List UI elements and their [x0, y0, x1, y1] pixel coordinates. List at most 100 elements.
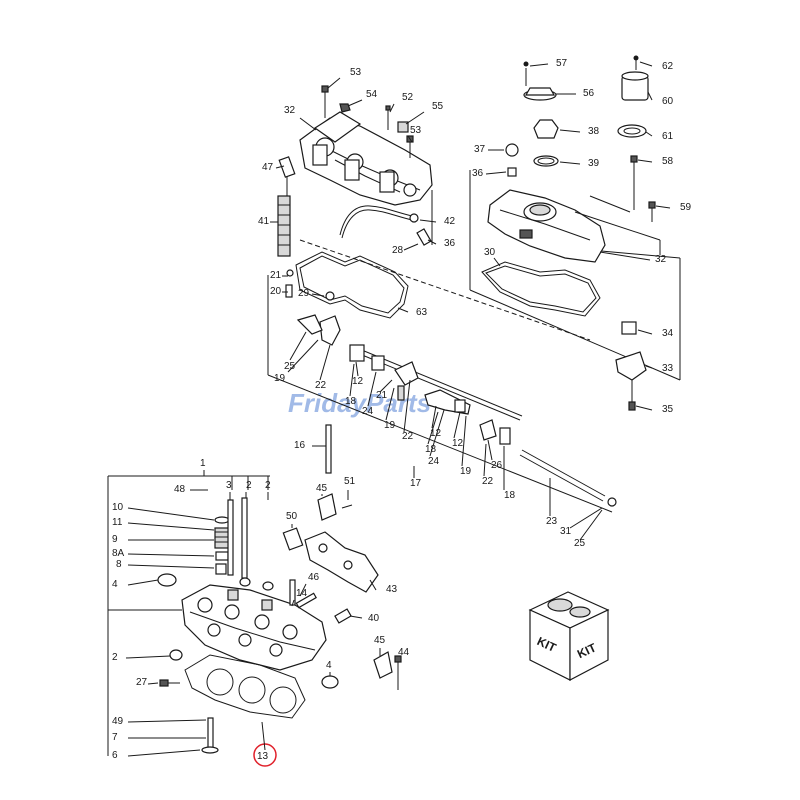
callout-label-44: 44 [398, 647, 410, 658]
callout-label-48: 48 [174, 484, 186, 495]
callout-label-49: 49 [112, 716, 124, 727]
callout-label-12: 12 [352, 376, 364, 387]
callout-leader [645, 365, 653, 369]
callout-label-2: 2 [112, 652, 118, 663]
callout-label-2: 2 [246, 480, 252, 491]
callout-leader [427, 239, 437, 245]
callout-label-12: 12 [430, 428, 442, 439]
callout-label-56: 56 [583, 88, 595, 99]
callout-label-7: 7 [112, 732, 118, 743]
highlight-circle [253, 743, 277, 767]
callout-leader [483, 443, 487, 477]
callout-leader [299, 583, 307, 597]
callout-leader [289, 331, 307, 361]
callout-label-23: 23 [546, 516, 558, 527]
callout-label-60: 60 [662, 96, 674, 107]
callout-label-21: 21 [376, 390, 388, 401]
callout-label-45: 45 [374, 635, 386, 646]
callout-label-12: 12 [452, 438, 464, 449]
callout-label-63: 63 [416, 307, 428, 318]
callout-label-28: 28 [392, 245, 404, 256]
callout-leader [647, 91, 653, 101]
callout-label-47: 47 [262, 162, 274, 173]
callout-label-52: 52 [402, 92, 414, 103]
callout-label-4: 4 [112, 579, 118, 590]
callout-label-43: 43 [386, 584, 398, 595]
callout-leader [407, 135, 413, 143]
callout-leader [559, 129, 581, 133]
callout-leader [487, 439, 493, 461]
callout-label-22: 22 [315, 380, 327, 391]
callout-leader [369, 579, 377, 591]
callout-leader [397, 307, 409, 313]
callout-leader [453, 411, 461, 439]
callout-label-9: 9 [112, 534, 118, 545]
kit-box: KIT KIT [528, 591, 610, 681]
callout-label-29: 29 [298, 288, 310, 299]
callout-label-11: 11 [112, 517, 123, 528]
callout-label-8: 8 [116, 559, 122, 570]
callout-label-18: 18 [504, 490, 516, 501]
callout-label-20: 20 [270, 286, 282, 297]
callout-label-10: 10 [112, 502, 124, 513]
callout-leader [275, 165, 285, 169]
callout-label-53: 53 [410, 125, 422, 136]
callout-leader [261, 721, 266, 751]
callout-leader [319, 344, 331, 381]
callout-leader [349, 615, 363, 619]
callout-label-32: 32 [655, 254, 667, 265]
callout-label-36: 36 [472, 168, 484, 179]
callout-label-19: 19 [384, 420, 396, 431]
callout-leader [355, 361, 359, 377]
callout-leader [405, 111, 425, 125]
callout-label-26: 26 [491, 460, 503, 471]
callout-label-25: 25 [284, 361, 296, 372]
callout-leader [125, 655, 171, 659]
callout-leader [645, 131, 653, 137]
callout-label-21: 21 [270, 270, 282, 281]
callout-leader [461, 415, 467, 467]
callout-label-36: 36 [444, 238, 456, 249]
callout-leader [327, 77, 341, 89]
callout-label-1: 1 [200, 458, 206, 469]
callout-leader [529, 63, 549, 67]
callout-label-18: 18 [425, 444, 437, 455]
callout-label-17: 17 [410, 478, 422, 489]
callout-label-37: 37 [474, 144, 486, 155]
callout-leader [291, 599, 295, 607]
callout-label-25: 25 [574, 538, 586, 549]
callout-leader [347, 99, 363, 107]
cylinder-head [107, 475, 402, 756]
callout-label-14: 14 [296, 588, 308, 599]
assembly-frame-lines [267, 170, 681, 513]
callout-label-27: 27 [136, 677, 148, 688]
callout-label-30: 30 [484, 247, 496, 258]
callout-leader [349, 363, 355, 397]
callout-leader [579, 509, 603, 541]
callout-label-61: 61 [662, 131, 674, 142]
callout-label-24: 24 [362, 406, 374, 417]
callout-leader [637, 329, 653, 335]
callout-leader [635, 405, 653, 411]
callout-label-58: 58 [662, 156, 674, 167]
callout-label-13: 13 [257, 751, 269, 762]
callout-leader [127, 579, 159, 586]
callout-leader [127, 553, 215, 557]
callout-label-55: 55 [432, 101, 444, 112]
callout-label-2: 2 [265, 480, 271, 491]
callout-leader [287, 339, 319, 373]
callout-label-18: 18 [345, 396, 357, 407]
callout-leader [127, 507, 215, 521]
callout-leader [569, 507, 603, 529]
callout-label-35: 35 [662, 404, 674, 415]
callout-leader [127, 719, 207, 723]
callout-label-22: 22 [482, 476, 494, 487]
callout-label-53: 53 [350, 67, 362, 78]
callout-label-41: 41 [258, 216, 270, 227]
callout-label-8A: 8A [112, 548, 125, 559]
callout-label-40: 40 [368, 613, 380, 624]
rocker-cover-left [277, 85, 433, 257]
callout-label-50: 50 [286, 511, 298, 522]
